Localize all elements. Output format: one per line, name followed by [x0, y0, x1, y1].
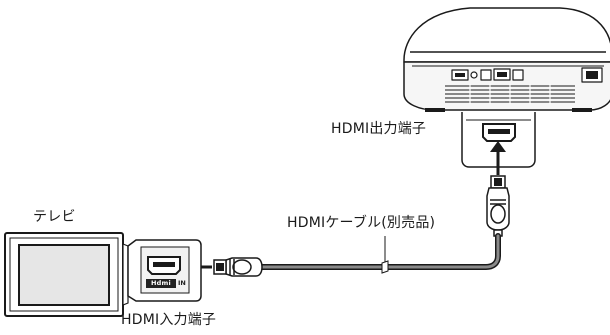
television-icon: [4, 232, 129, 317]
hdmi-logo: Hdmi: [146, 279, 176, 288]
hdmi-input-callout: [127, 239, 202, 302]
ps3-console-icon: [403, 7, 610, 112]
hdmi-cable-label: HDMIケーブル(別売品): [287, 215, 436, 231]
hdmi-plug-icon: [486, 175, 510, 237]
hdmi-output-port-label: HDMI出力端子: [331, 121, 427, 137]
tv-label: テレビ: [33, 209, 76, 225]
hdmi-cable: [259, 233, 501, 274]
hdmi-in-marking: IN: [178, 279, 186, 287]
hdmi-output-callout: [461, 112, 536, 168]
hdmi-input-port-label: HDMI入力端子: [121, 312, 217, 328]
hdmi-port-icon: [147, 256, 181, 275]
hdmi-port-icon: [482, 123, 516, 142]
arrow-icon: [490, 141, 506, 175]
hdmi-plug-icon: [213, 257, 263, 277]
